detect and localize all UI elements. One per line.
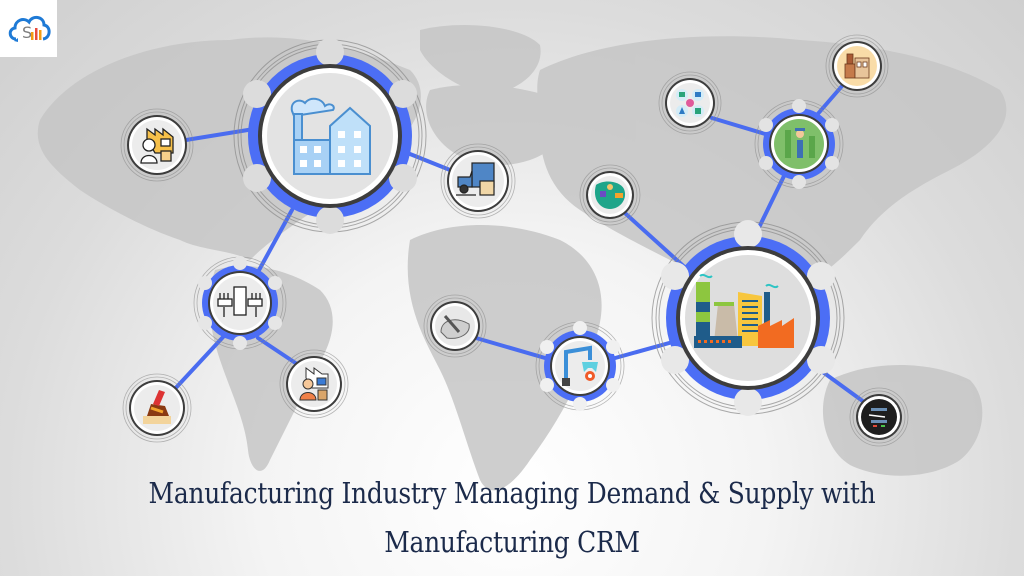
node-chemicals <box>655 68 725 142</box>
page-title-line-1: Manufacturing Industry Managing Demand &… <box>148 476 876 510</box>
node-conveyor <box>190 253 290 357</box>
factory-building-icon <box>290 97 371 175</box>
delivery-truck-icon <box>456 162 495 196</box>
node-old-factory <box>822 31 892 105</box>
node-gauge <box>846 384 912 454</box>
auction-gavel-icon <box>143 390 171 424</box>
svg-text:S: S <box>22 23 32 42</box>
speedometer-gauge-icon <box>868 408 887 427</box>
node-robot-arm <box>532 318 628 418</box>
chemical-process-icon <box>676 89 704 117</box>
node-truck <box>437 140 519 226</box>
conveyor-machine-icon <box>217 286 263 317</box>
green-energy-worker-icon <box>785 128 815 158</box>
page-title-line-2: Manufacturing CRM <box>384 525 640 559</box>
node-distribution <box>576 161 644 233</box>
node-worker-factory <box>117 105 197 189</box>
cloud-chart-logo-icon: S <box>8 15 51 42</box>
brick-factory-icon <box>844 53 870 79</box>
raw-material-sketch-icon <box>440 315 470 339</box>
node-auction <box>119 370 195 450</box>
factory-worker-icon <box>140 127 174 164</box>
node-green-worker <box>751 96 847 196</box>
industrial-plant-icon <box>694 273 794 348</box>
distribution-map-icon <box>594 181 626 209</box>
robotic-arm-gear-icon <box>562 345 598 386</box>
factory-engineer-icon <box>299 367 329 401</box>
node-factory-main <box>230 36 430 240</box>
node-raw-material <box>420 291 490 365</box>
node-worker-2 <box>276 346 352 426</box>
node-industrial-plant <box>648 218 848 422</box>
brand-logo: S <box>0 0 57 57</box>
